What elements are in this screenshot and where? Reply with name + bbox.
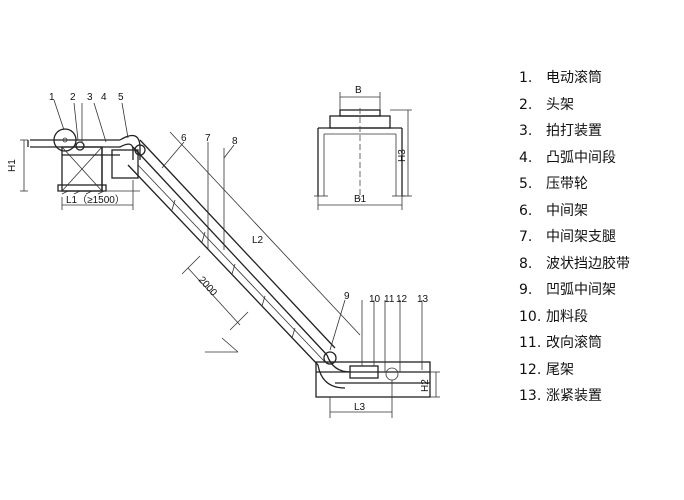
callout-10: 10: [369, 294, 381, 305]
incline-section: [127, 139, 336, 366]
callout-9: 9: [344, 291, 350, 302]
callout-12: 12: [396, 294, 408, 305]
dimension-l3: L3: [329, 380, 393, 418]
legend-item: 13.涨紧装置: [519, 383, 679, 410]
cross-section: [314, 108, 406, 200]
legend-item: 4. 凸弧中间段: [519, 145, 679, 172]
label-b: B: [355, 85, 362, 96]
legend-label: 拍打装置: [546, 123, 602, 139]
legend-label: 凹弧中间架: [546, 282, 616, 298]
legend-item: 8. 波状挡边胶带: [519, 251, 679, 278]
legend-number: 5.: [519, 176, 533, 192]
legend-item: 3. 拍打装置: [519, 118, 679, 145]
callout-leaders: [53, 99, 346, 351]
legend-item: 5. 压带轮: [519, 171, 679, 198]
legend-item: 11.改向滚筒: [519, 330, 679, 357]
dimension-l2: L2: [169, 131, 361, 336]
callout-7: 7: [205, 133, 211, 144]
legend-number: 9.: [519, 282, 533, 298]
legend-item: 10.加料段: [519, 304, 679, 331]
legend-number: 11.: [519, 335, 542, 351]
callout-6: 6: [181, 133, 187, 144]
dimension-h2: H2: [420, 371, 440, 398]
label-h2: H2: [420, 379, 431, 392]
callout-3: 3: [87, 92, 93, 103]
label-h3: H3: [397, 149, 408, 162]
dimension-h1: H1: [7, 139, 28, 192]
legend-label: 尾架: [546, 361, 574, 378]
callout-4: 4: [101, 92, 107, 103]
legend-number: 3.: [519, 123, 533, 139]
legend-label: 中间架: [546, 202, 588, 219]
legend-number: 8.: [519, 255, 533, 272]
legend-number: 4.: [519, 149, 533, 166]
callout-11: 11: [384, 294, 395, 305]
dimension-h3: H3: [390, 109, 412, 197]
parts-legend: 1. 电动滚筒 2. 头架 3. 拍打装置 4. 凸弧中间段 5. 压带轮 6. 中间架 7…: [519, 65, 679, 410]
legend-number: 7.: [519, 229, 533, 245]
legend-number: 2.: [519, 96, 533, 113]
dimension-l1: L1（≥1500）: [61, 180, 134, 210]
legend-label: 波状挡边胶带: [546, 255, 630, 272]
dimension-b1: B1: [317, 194, 403, 210]
drive-drum: [53, 128, 77, 152]
legend-label: 改向滚筒: [546, 335, 602, 351]
callout-8: 8: [232, 136, 238, 147]
callout-5: 5: [118, 92, 124, 103]
label-l3: L3: [354, 402, 366, 413]
legend-label: 电动滚筒: [546, 70, 602, 86]
redirection-drum: [323, 351, 337, 365]
legend-number: 1.: [519, 70, 533, 86]
legend-item: 7. 中间架支腿: [519, 224, 679, 251]
callout-numbers: 1 2 3 4 5 6 7 8 9 10 11 12 13: [49, 92, 429, 305]
legend-label: 压带轮: [546, 176, 588, 192]
label-l1: L1（≥1500）: [66, 194, 125, 206]
legend-number: 12.: [519, 361, 542, 378]
legend-label: 涨紧装置: [546, 388, 602, 404]
callout-1: 1: [49, 92, 55, 103]
legend-item: 6. 中间架: [519, 198, 679, 225]
legend-label: 头架: [546, 96, 574, 113]
legend-label: 中间架支腿: [546, 229, 616, 245]
label-h1: H1: [7, 159, 18, 172]
legend-item: 9. 凹弧中间架: [519, 277, 679, 304]
legend-number: 13.: [519, 388, 542, 404]
legend-label: 加料段: [546, 308, 588, 325]
legend-label: 凸弧中间段: [546, 149, 616, 166]
legend-number: 10.: [519, 308, 542, 325]
legend-number: 6.: [519, 202, 533, 219]
legend-item: 1. 电动滚筒: [519, 65, 679, 92]
legend-item: 12.尾架: [519, 357, 679, 384]
callout-13: 13: [417, 294, 429, 305]
legend-item: 2. 头架: [519, 92, 679, 119]
label-b1: B1: [354, 194, 367, 205]
label-spacing: 2000: [196, 275, 219, 299]
dimension-b: B: [339, 85, 381, 110]
callout-2: 2: [70, 92, 76, 103]
tail-section: [315, 300, 431, 398]
head-section: [27, 128, 146, 195]
label-l2: L2: [252, 235, 264, 246]
